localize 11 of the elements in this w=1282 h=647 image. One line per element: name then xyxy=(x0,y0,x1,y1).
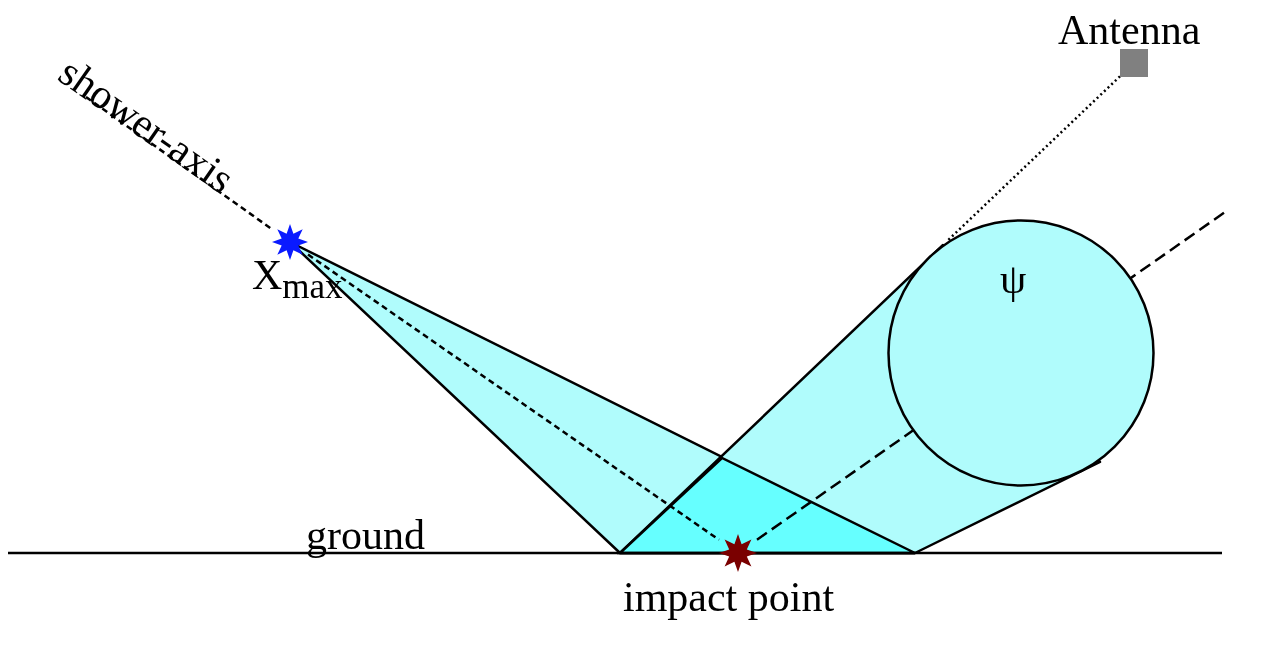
antenna-marker xyxy=(1120,49,1148,77)
angle-symbol: ψ xyxy=(1000,258,1027,300)
line-of-sight xyxy=(945,75,1121,243)
beam-circle xyxy=(887,219,1155,487)
marker-caption: X$_{max}$ xyxy=(252,254,343,305)
marker-caption: Antenna xyxy=(1058,9,1201,51)
star-marker xyxy=(272,224,308,260)
star-marker xyxy=(719,534,757,572)
marker-caption: impact point xyxy=(623,576,835,618)
shower-axis-line xyxy=(85,96,273,231)
ground-label: ground xyxy=(306,514,425,556)
